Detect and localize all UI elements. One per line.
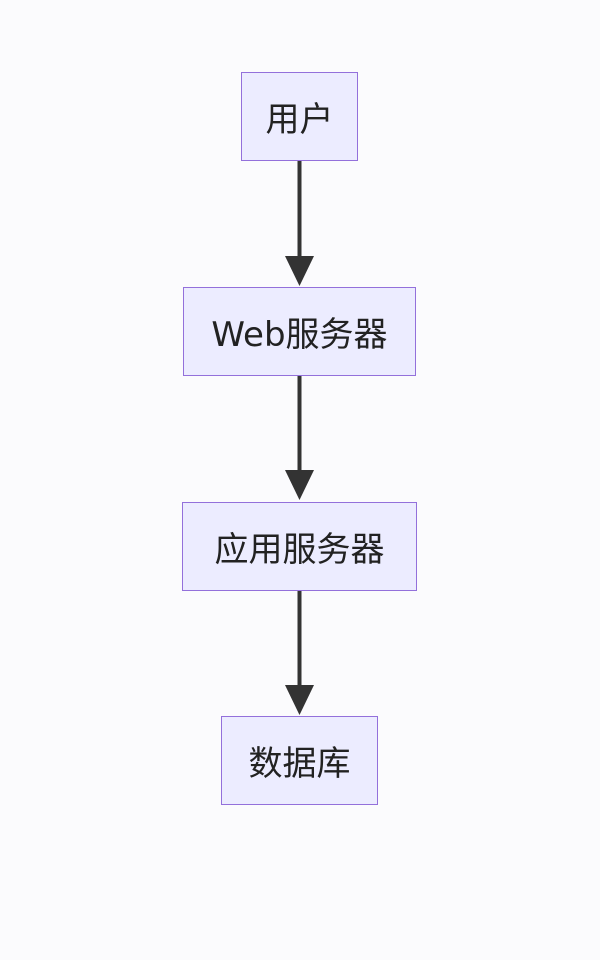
edge-web-to-app bbox=[285, 376, 314, 500]
node-database-label: 数据库 bbox=[248, 744, 351, 784]
node-web-server-label: Web服务器 bbox=[211, 315, 388, 355]
edge-app-to-db bbox=[285, 591, 314, 715]
node-app-server: 应用服务器 bbox=[182, 502, 417, 591]
node-app-server-label: 应用服务器 bbox=[214, 530, 385, 570]
node-web-server: Web服务器 bbox=[183, 287, 416, 376]
node-user: 用户 bbox=[241, 72, 358, 161]
edge-user-to-web bbox=[285, 161, 314, 286]
node-user-label: 用户 bbox=[265, 100, 334, 140]
arrowhead-icon bbox=[285, 685, 314, 715]
arrowhead-icon bbox=[285, 470, 314, 500]
arrowhead-icon bbox=[285, 256, 314, 286]
node-database: 数据库 bbox=[221, 716, 378, 805]
